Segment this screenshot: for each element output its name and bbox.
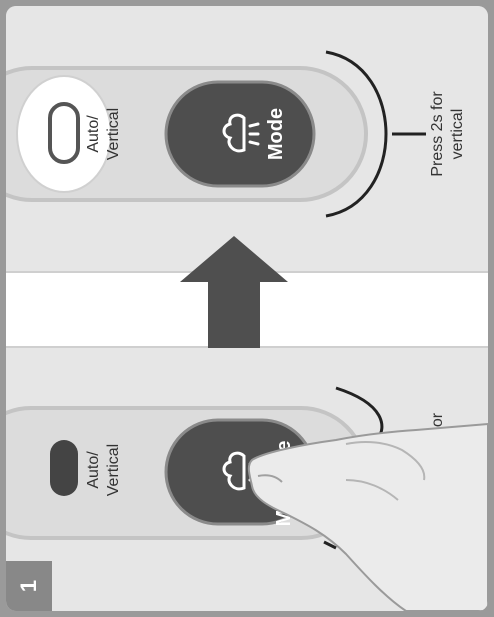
indicator-light-off [50, 440, 78, 496]
instruction-frame: Auto/ Vertical Mode Press 2s for vertica… [6, 6, 488, 611]
step-number: 1 [6, 563, 54, 609]
svg-text:Vertical: Vertical [105, 444, 122, 496]
bottom-panel: Auto/ Vertical e M or [6, 348, 488, 611]
step-badge: 1 [6, 561, 52, 611]
bottom-panel-drawing: Auto/ Vertical e M or [6, 348, 488, 611]
press-hint-fragment: or [429, 412, 446, 427]
svg-text:Auto/: Auto/ [85, 451, 102, 489]
